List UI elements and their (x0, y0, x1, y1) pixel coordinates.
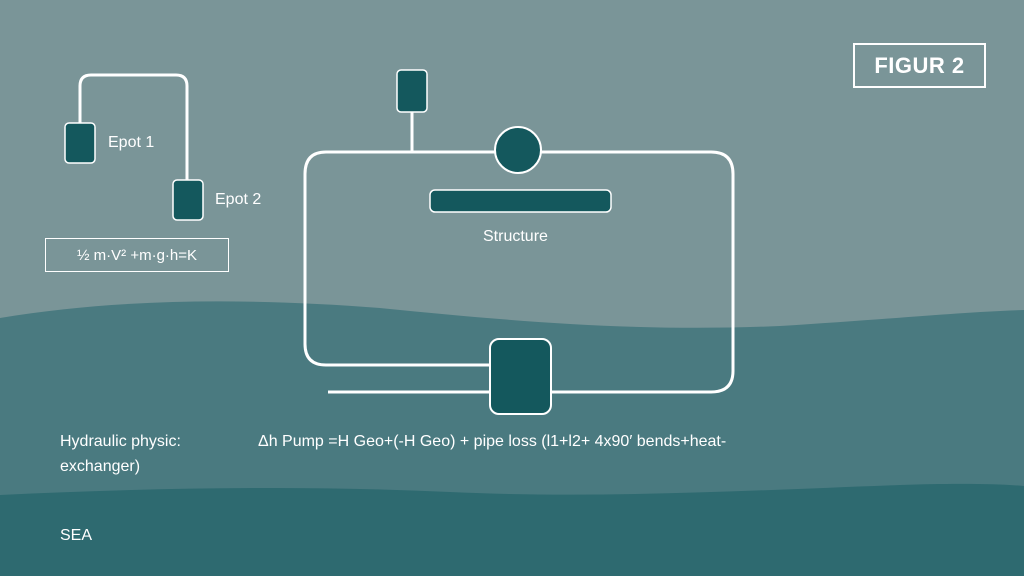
hydraulic-formula: Δh Pump =H Geo+(-H Geo) + pipe loss (l1+… (258, 433, 727, 450)
structure-bar (429, 189, 612, 213)
hydraulic-prefix: Hydraulic physic: (60, 433, 181, 450)
pump-icon (494, 126, 542, 174)
epot1-label: Epot 1 (108, 134, 155, 151)
water-lower-layer (0, 483, 1024, 576)
energy-formula-box: ½ m·V² +m·g·h=K (45, 238, 229, 272)
loop-pipe-left (303, 150, 515, 367)
hydraulic-continuation: exchanger) (60, 458, 141, 475)
epot-pipe (78, 73, 189, 195)
structure-label: Structure (483, 228, 548, 245)
epot2-tank (172, 179, 204, 221)
expansion-vessel (396, 69, 428, 113)
energy-formula: ½ m·V² +m·g·h=K (76, 246, 198, 264)
loop-pipe-right (328, 150, 735, 394)
epot2-label: Epot 2 (215, 191, 262, 208)
epot1-tank (64, 122, 96, 164)
heat-exchanger (489, 338, 552, 415)
sea-label: SEA (60, 527, 93, 544)
figure-badge: FIGUR 2 (853, 43, 986, 88)
